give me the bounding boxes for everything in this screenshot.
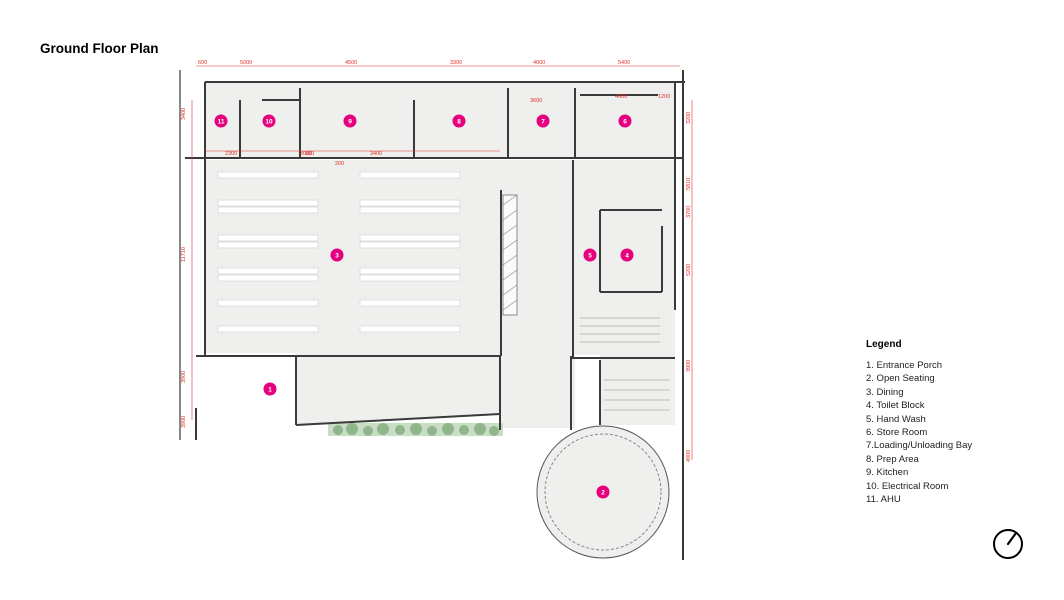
legend-item-9: 9. Kitchen xyxy=(866,467,909,479)
dim-label: 1200 xyxy=(658,94,670,100)
dim-label: 3200 xyxy=(686,112,692,124)
legend-item-6: 6. Store Room xyxy=(866,427,928,439)
room-marker-7: 7 xyxy=(536,114,550,128)
dim-label: 4000 xyxy=(533,60,545,66)
dim-label: 900 xyxy=(305,151,314,157)
dim-label: 5200 xyxy=(686,264,692,276)
dim-label: 200 xyxy=(335,161,344,167)
dining-tables xyxy=(217,171,461,333)
legend-item-11: 11. AHU xyxy=(866,494,901,506)
room-marker-4: 4 xyxy=(620,248,634,262)
dim-label: 3300 xyxy=(450,60,462,66)
legend-item-1: 1. Entrance Porch xyxy=(866,360,943,371)
room-marker-1: 1 xyxy=(263,382,277,396)
room-marker-8: 8 xyxy=(452,114,466,128)
legend-title: Legend xyxy=(866,339,902,350)
room-markers: 1 2 3 4 5 6 7 8 9 10 11 xyxy=(214,114,634,499)
dim-label: 5000 xyxy=(240,60,252,66)
open-seating-ring xyxy=(536,425,670,559)
svg-text:11: 11 xyxy=(218,119,225,126)
room-marker-5: 5 xyxy=(583,248,597,262)
dim-label: 3900 xyxy=(181,371,187,383)
legend-item-10: 10. Electrical Room xyxy=(866,480,949,492)
dim-label: 5400 xyxy=(618,60,630,66)
dim-label: 3600 xyxy=(530,98,542,104)
stairs xyxy=(580,317,670,411)
stair-floor xyxy=(571,310,675,355)
svg-text:1: 1 xyxy=(268,387,272,394)
room-marker-10: 10 xyxy=(262,114,276,128)
north-arrow-icon xyxy=(993,529,1023,559)
toilet-floor xyxy=(571,160,675,310)
svg-text:6: 6 xyxy=(623,119,627,126)
legend-item-2: 2. Open Seating xyxy=(866,373,935,385)
legend-item-8: 8. Prep Area xyxy=(866,453,919,465)
dim-label: 3400 xyxy=(370,151,382,157)
dim-label: 5810 xyxy=(686,178,692,190)
room-marker-11: 11 xyxy=(214,114,228,128)
dimension-labels: 600 5000 4500 3300 4000 5400 2300 3000 3… xyxy=(181,60,692,462)
svg-text:5: 5 xyxy=(588,253,592,260)
legend-item-7: 7.Loading/Unloading Bay xyxy=(866,440,973,452)
svg-text:2: 2 xyxy=(601,490,605,497)
svg-text:4: 4 xyxy=(625,253,629,260)
legend: Legend 1. Entrance Porch 2. Open Seating… xyxy=(866,339,972,506)
dim-label: 3000 xyxy=(300,151,312,157)
dim-label: 600 xyxy=(198,60,207,66)
dim-label: 3900 xyxy=(686,360,692,372)
dim-label: 4900 xyxy=(686,450,692,462)
dim-label: 4500 xyxy=(345,60,357,66)
dim-label: 11710 xyxy=(181,247,187,262)
room-marker-2: 2 xyxy=(596,485,610,499)
room-marker-9: 9 xyxy=(343,114,357,128)
legend-item-4: 4. Toilet Block xyxy=(866,400,925,412)
dining-floor xyxy=(205,160,501,353)
dim-label: 3400 xyxy=(181,108,187,120)
legend-item-5: 5. Hand Wash xyxy=(866,413,926,425)
dim-label: 3900 xyxy=(181,416,187,428)
svg-text:10: 10 xyxy=(265,119,273,126)
dimension-lines xyxy=(191,65,693,460)
walls xyxy=(179,70,685,560)
page-title: Ground Floor Plan xyxy=(40,41,159,56)
legend-item-3: 3. Dining xyxy=(866,386,904,398)
room-marker-3: 3 xyxy=(330,248,344,262)
landscape-strip xyxy=(328,423,503,436)
svg-text:8: 8 xyxy=(457,119,461,126)
hatched-shafts xyxy=(502,194,518,316)
svg-text:3: 3 xyxy=(335,253,339,260)
svg-text:9: 9 xyxy=(348,119,352,126)
room-marker-6: 6 xyxy=(618,114,632,128)
entry-lobby-floor xyxy=(500,353,575,428)
dim-label: 2300 xyxy=(225,151,237,157)
dim-label: 3700 xyxy=(686,206,692,218)
svg-text:7: 7 xyxy=(541,119,545,126)
dim-label: 4600 xyxy=(615,94,627,100)
